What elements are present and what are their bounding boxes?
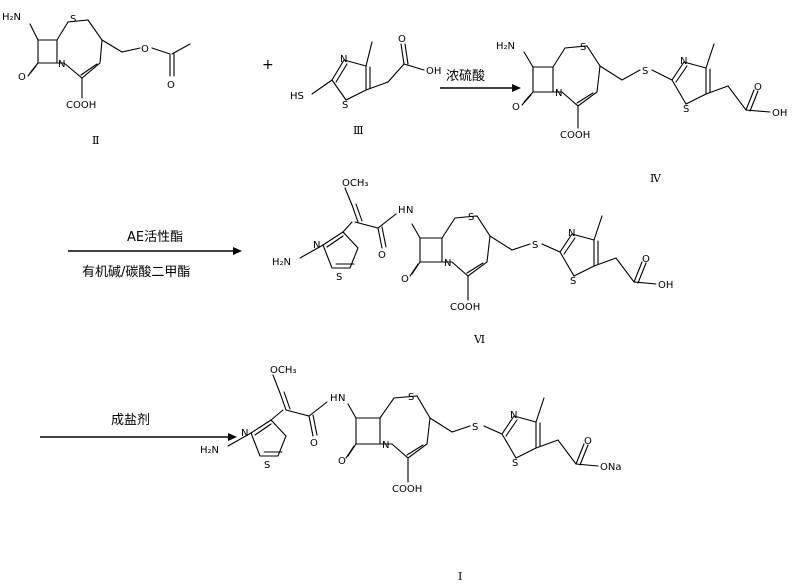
sodium-carboxylate: ONa — [600, 462, 621, 473]
methoxy-group: OCH₃ — [342, 178, 368, 189]
sulfur-atom: S — [408, 392, 414, 403]
step3-arrow — [40, 433, 237, 441]
sulfur-atom: S — [468, 212, 474, 223]
amino-group: H₂N — [496, 41, 515, 52]
acid-hydroxyl: OH — [772, 108, 787, 119]
acid-carbonyl-oxygen: O — [398, 34, 406, 45]
oxo-oxygen: O — [338, 456, 346, 467]
oxo-oxygen: O — [401, 274, 409, 285]
step2-reagent-top: AE活性酯 — [127, 230, 183, 245]
carboxyl-group: COOH — [560, 130, 590, 141]
salt-carbonyl-oxygen: O — [584, 436, 592, 447]
plus-sign: + — [262, 57, 274, 73]
thiazole-nitrogen: N — [313, 240, 320, 251]
thioether-sulfur: S — [532, 240, 538, 251]
amide-oxygen: O — [378, 250, 386, 261]
amino-group: H₂N — [272, 257, 291, 268]
amino-group: H₂N — [2, 12, 21, 23]
acid-carbonyl-oxygen: O — [754, 82, 762, 93]
thioether-sulfur: S — [642, 66, 648, 77]
intermediate-iv-atoms: H₂N S N O S N S O OH COOH Ⅳ — [496, 41, 787, 185]
product-i-structure — [227, 374, 599, 483]
step3-reagent: 成盐剂 — [111, 413, 150, 428]
ring-nitrogen: N — [510, 410, 517, 421]
compound-ii-label: Ⅱ — [92, 134, 99, 147]
nitrogen-atom: N — [555, 88, 562, 99]
intermediate-iv-structure — [521, 43, 771, 129]
nitrogen-atom: N — [382, 440, 389, 451]
ring-sulfur: S — [683, 104, 689, 115]
amide-hydrogen: H — [330, 393, 338, 404]
ester-oxygen: O — [141, 44, 149, 55]
compound-iii-atoms: HS N S OH O Ⅲ — [290, 34, 441, 137]
intermediate-vi-structure — [299, 187, 657, 301]
compound-iii-structure — [311, 41, 425, 101]
carboxyl-group: COOH — [392, 484, 422, 495]
acid-hydroxyl: OH — [658, 280, 673, 291]
compound-ii-structure — [27, 19, 191, 99]
amide-nitrogen: N — [406, 205, 413, 216]
ring-nitrogen: N — [680, 56, 687, 67]
methoxy-group: OCH₃ — [270, 365, 296, 376]
ring-sulfur: S — [512, 458, 518, 469]
thiol-group: HS — [290, 91, 304, 102]
thioether-sulfur: S — [472, 422, 478, 433]
carboxyl-group: COOH — [450, 302, 480, 313]
carboxyl-group: COOH — [66, 100, 96, 111]
acid-hydroxyl: OH — [426, 66, 441, 77]
oxo-oxygen: O — [18, 72, 26, 83]
ring-sulfur: S — [570, 276, 576, 287]
amide-hydrogen: H — [398, 205, 406, 216]
amide-nitrogen: N — [338, 393, 345, 404]
nitrogen-atom: N — [444, 258, 451, 269]
ring-nitrogen: N — [340, 54, 347, 65]
intermediate-iv-label: Ⅳ — [650, 172, 662, 185]
thiazole-nitrogen: N — [241, 428, 248, 439]
carbonyl-oxygen: O — [167, 80, 175, 91]
sulfur-atom: S — [580, 42, 586, 53]
compound-ii-atoms: H₂N S N O O O COOH Ⅱ — [2, 12, 175, 147]
intermediate-vi-atoms: OCH₃ H N O H₂N N S S N O S N S O OH COOH… — [272, 178, 673, 346]
step1-arrow — [440, 84, 521, 92]
ring-sulfur: S — [342, 100, 348, 111]
acid-carbonyl-oxygen: O — [642, 254, 650, 265]
step2-reagent-bottom: 有机碱/碳酸二甲酯 — [82, 265, 190, 280]
intermediate-vi-label: Ⅵ — [473, 333, 485, 346]
step2-arrow — [68, 247, 242, 255]
nitrogen-atom: N — [58, 59, 65, 70]
amino-group: H₂N — [200, 445, 219, 456]
compound-iii-label: Ⅲ — [353, 124, 364, 137]
ring-nitrogen: N — [568, 228, 575, 239]
product-i-label: Ⅰ — [458, 570, 462, 583]
oxo-oxygen: O — [512, 102, 520, 113]
thiazole-sulfur: S — [264, 460, 270, 471]
step1-reagent: 浓硫酸 — [446, 69, 485, 84]
thiazole-sulfur: S — [336, 272, 342, 283]
product-i-atoms: OCH₃ H N O H₂N N S S N O S N S O ONa COO… — [200, 365, 621, 583]
amide-oxygen: O — [310, 438, 318, 449]
sulfur-atom: S — [70, 14, 76, 25]
